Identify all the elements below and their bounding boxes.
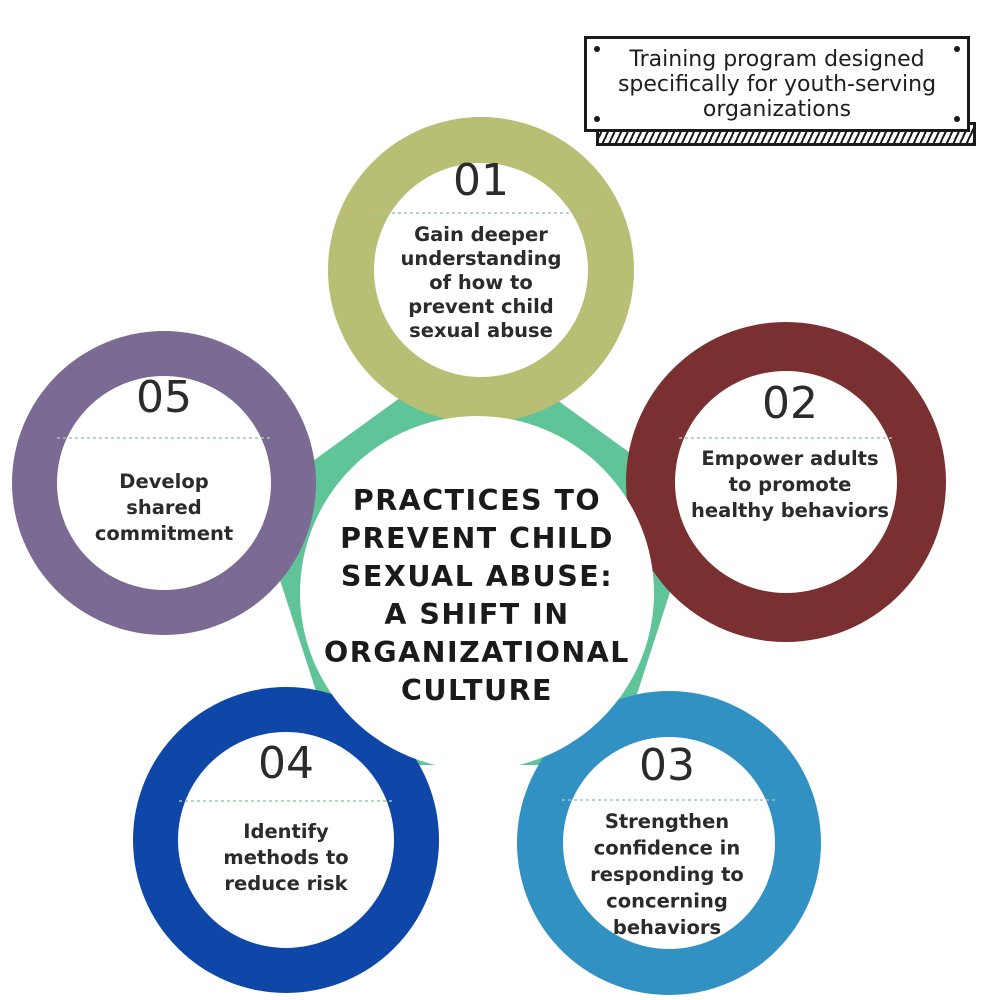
banner-text: Training program designed specifically f… (617, 46, 937, 122)
center-title-line: PRACTICES TO (353, 484, 601, 517)
step-number: 04 (258, 738, 314, 789)
step-ring-inner (563, 737, 775, 949)
step-label: Identify methods to reduce risk (223, 820, 348, 895)
step-ring-inner (57, 376, 271, 590)
step-label-line: Develop (119, 470, 208, 493)
step-number: 02 (762, 378, 818, 429)
step-label-line: Empower adults (701, 447, 878, 470)
step-label: Empower adults to promote healthy behavior… (691, 447, 889, 522)
bolt-icon (954, 116, 960, 122)
center-title: PRACTICES TO PREVENT CHILD SEXUAL ABUSE: A … (324, 484, 630, 707)
step-label-line: understanding (400, 247, 561, 270)
step-label-line: Strengthen (605, 810, 729, 833)
step-label-line: of how to (429, 271, 532, 294)
bolt-icon (594, 116, 600, 122)
step-number: 03 (639, 740, 695, 791)
step-label-line: reduce risk (224, 872, 348, 895)
step-label-line: prevent child (408, 295, 554, 318)
step-label-line: commitment (95, 522, 233, 545)
step-label-line: to promote (729, 473, 852, 496)
step-label-line: Identify (243, 820, 329, 843)
step-label: Strengthen confidence in responding to conc… (590, 810, 744, 939)
step-ring-inner (178, 732, 394, 948)
center-title-line: A SHIFT IN (384, 598, 569, 631)
bolt-icon (954, 46, 960, 52)
step-number: 05 (136, 372, 192, 423)
step-label-line: shared (126, 496, 201, 519)
step-label-line: healthy behaviors (691, 499, 889, 522)
step-label-line: methods to (223, 846, 348, 869)
step-label-line: behaviors (613, 916, 721, 939)
center-title-line: SEXUAL ABUSE: (341, 560, 613, 593)
bolt-icon (594, 46, 600, 52)
step-label-line: responding to (590, 863, 744, 886)
step-label-line: concerning (606, 890, 728, 913)
banner: Training program designed specifically f… (584, 36, 970, 132)
step-ring-inner (675, 371, 897, 593)
center-title-line: PREVENT CHILD (340, 522, 614, 555)
step-label-line: Gain deeper (414, 223, 548, 246)
step-label-line: sexual abuse (409, 319, 553, 342)
center-circle (300, 416, 654, 770)
center-title-line: ORGANIZATIONAL (324, 636, 630, 669)
step-number: 01 (453, 155, 509, 206)
step-label-line: confidence in (594, 837, 741, 860)
step-ring-inner (374, 163, 588, 377)
center-title-line: CULTURE (401, 674, 553, 707)
step-label: Develop shared commitment (95, 470, 233, 545)
